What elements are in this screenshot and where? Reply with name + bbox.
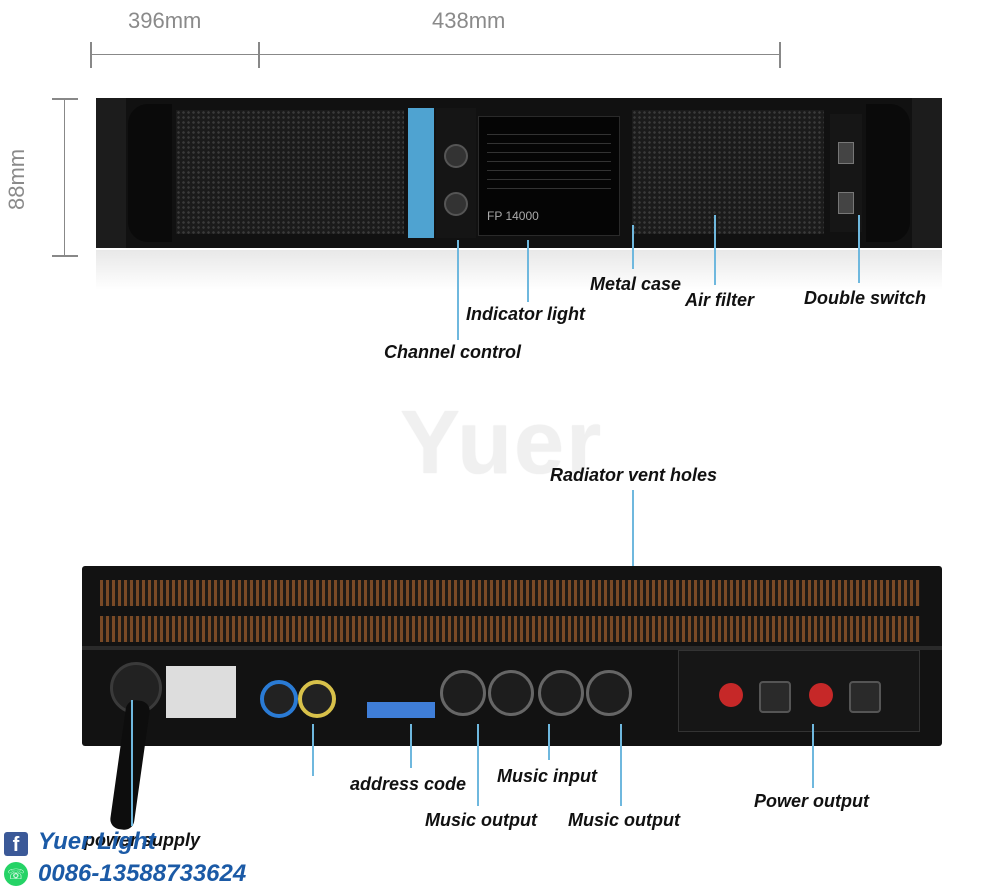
dimension-height: 88mm	[4, 148, 29, 210]
radiator-vent-bottom	[100, 616, 920, 642]
label-music-input: Music input	[497, 766, 597, 786]
callout-line-indicator-light	[527, 240, 529, 302]
facebook-icon: f	[4, 832, 28, 856]
height-tick-top	[52, 98, 78, 100]
air-filter-grille-left	[176, 110, 404, 234]
height-dimension-line	[64, 98, 65, 256]
breaker-switch-icon[interactable]	[838, 192, 854, 214]
handle-right	[866, 104, 910, 242]
air-filter-grille-right	[632, 110, 824, 234]
model-label: FP 14000	[487, 209, 539, 223]
depth-tick-left	[90, 42, 92, 68]
front-amplifier-panel: FP 14000	[96, 98, 942, 248]
channel-control-knobs	[436, 108, 476, 238]
depth-tick-right	[779, 42, 781, 68]
xlr-output-right[interactable]	[586, 670, 632, 716]
callout-line-metal-case	[632, 225, 634, 269]
depth-tick-mid	[258, 42, 260, 68]
label-air-filter: Air filter	[685, 290, 755, 310]
facebook-brand-name: Yuer Light	[38, 828, 156, 855]
label-power-supply: power supply	[84, 830, 201, 850]
indicator-lights	[487, 127, 611, 197]
dip-switch-address[interactable]	[367, 702, 435, 718]
callout-line-air-filter	[714, 215, 716, 285]
whatsapp-icon: ☏	[4, 862, 28, 886]
label-channel-control: Channel control	[384, 342, 522, 362]
speakon-cha[interactable]	[849, 681, 881, 713]
callout-line-music-output-right	[620, 724, 622, 806]
callout-line-radiator-vent-holes	[632, 490, 634, 620]
label-address-code: address code	[350, 774, 467, 794]
xlr-input-1[interactable]	[488, 670, 534, 716]
label-radiator-vent-holes: Radiator vent holes	[550, 465, 718, 485]
callout-line-music-output-left	[477, 724, 479, 806]
speaker-terminal-cha[interactable]	[809, 683, 833, 707]
network-port-yellow[interactable]	[298, 680, 336, 718]
xlr-input-2[interactable]	[538, 670, 584, 716]
label-power-output: Power output	[754, 791, 869, 811]
label-music-output-right: Music output	[568, 810, 680, 830]
warning-label	[166, 666, 236, 718]
label-indicator-light: Indicator light	[466, 304, 585, 324]
rear-divider	[82, 646, 942, 650]
dimension-depth: 396mm	[128, 8, 202, 33]
whatsapp-number: 0086-13588733624	[38, 860, 247, 887]
label-music-output-left: Music output	[425, 810, 537, 830]
speaker-terminal-chb[interactable]	[719, 683, 743, 707]
network-port-blue[interactable]	[260, 680, 298, 718]
knob-icon[interactable]	[444, 192, 468, 216]
front-panel-reflection	[96, 250, 942, 290]
handle-left	[128, 104, 172, 242]
power-switch-panel	[830, 114, 862, 232]
callout-line-address-code	[410, 724, 412, 768]
radiator-vent-top	[100, 580, 920, 606]
display-panel: FP 14000	[478, 116, 620, 236]
speakon-chb[interactable]	[759, 681, 791, 713]
callout-line-music-input	[548, 724, 550, 760]
dimension-width: 438mm	[432, 8, 506, 33]
rack-ear-right	[912, 98, 942, 248]
watermark: Yuer	[400, 393, 604, 493]
label-double-switch: Double switch	[804, 288, 927, 308]
power-switch-icon[interactable]	[838, 142, 854, 164]
callout-line-channel-control	[457, 240, 459, 340]
rear-amplifier-panel	[82, 566, 942, 746]
depth-dimension-line	[90, 54, 780, 55]
callout-line-power-supply	[131, 700, 133, 826]
height-tick-bottom	[52, 255, 78, 257]
label-metal-case: Metal case	[590, 274, 682, 294]
knob-icon[interactable]	[444, 144, 468, 168]
xlr-output-left[interactable]	[440, 670, 486, 716]
callout-line-double-switch	[858, 215, 860, 283]
channel-control-strip	[408, 108, 434, 238]
speaker-output-panel	[678, 650, 920, 732]
rack-ear-left	[96, 98, 126, 248]
callout-line-power-output	[812, 724, 814, 788]
callout-line-network	[312, 724, 314, 776]
